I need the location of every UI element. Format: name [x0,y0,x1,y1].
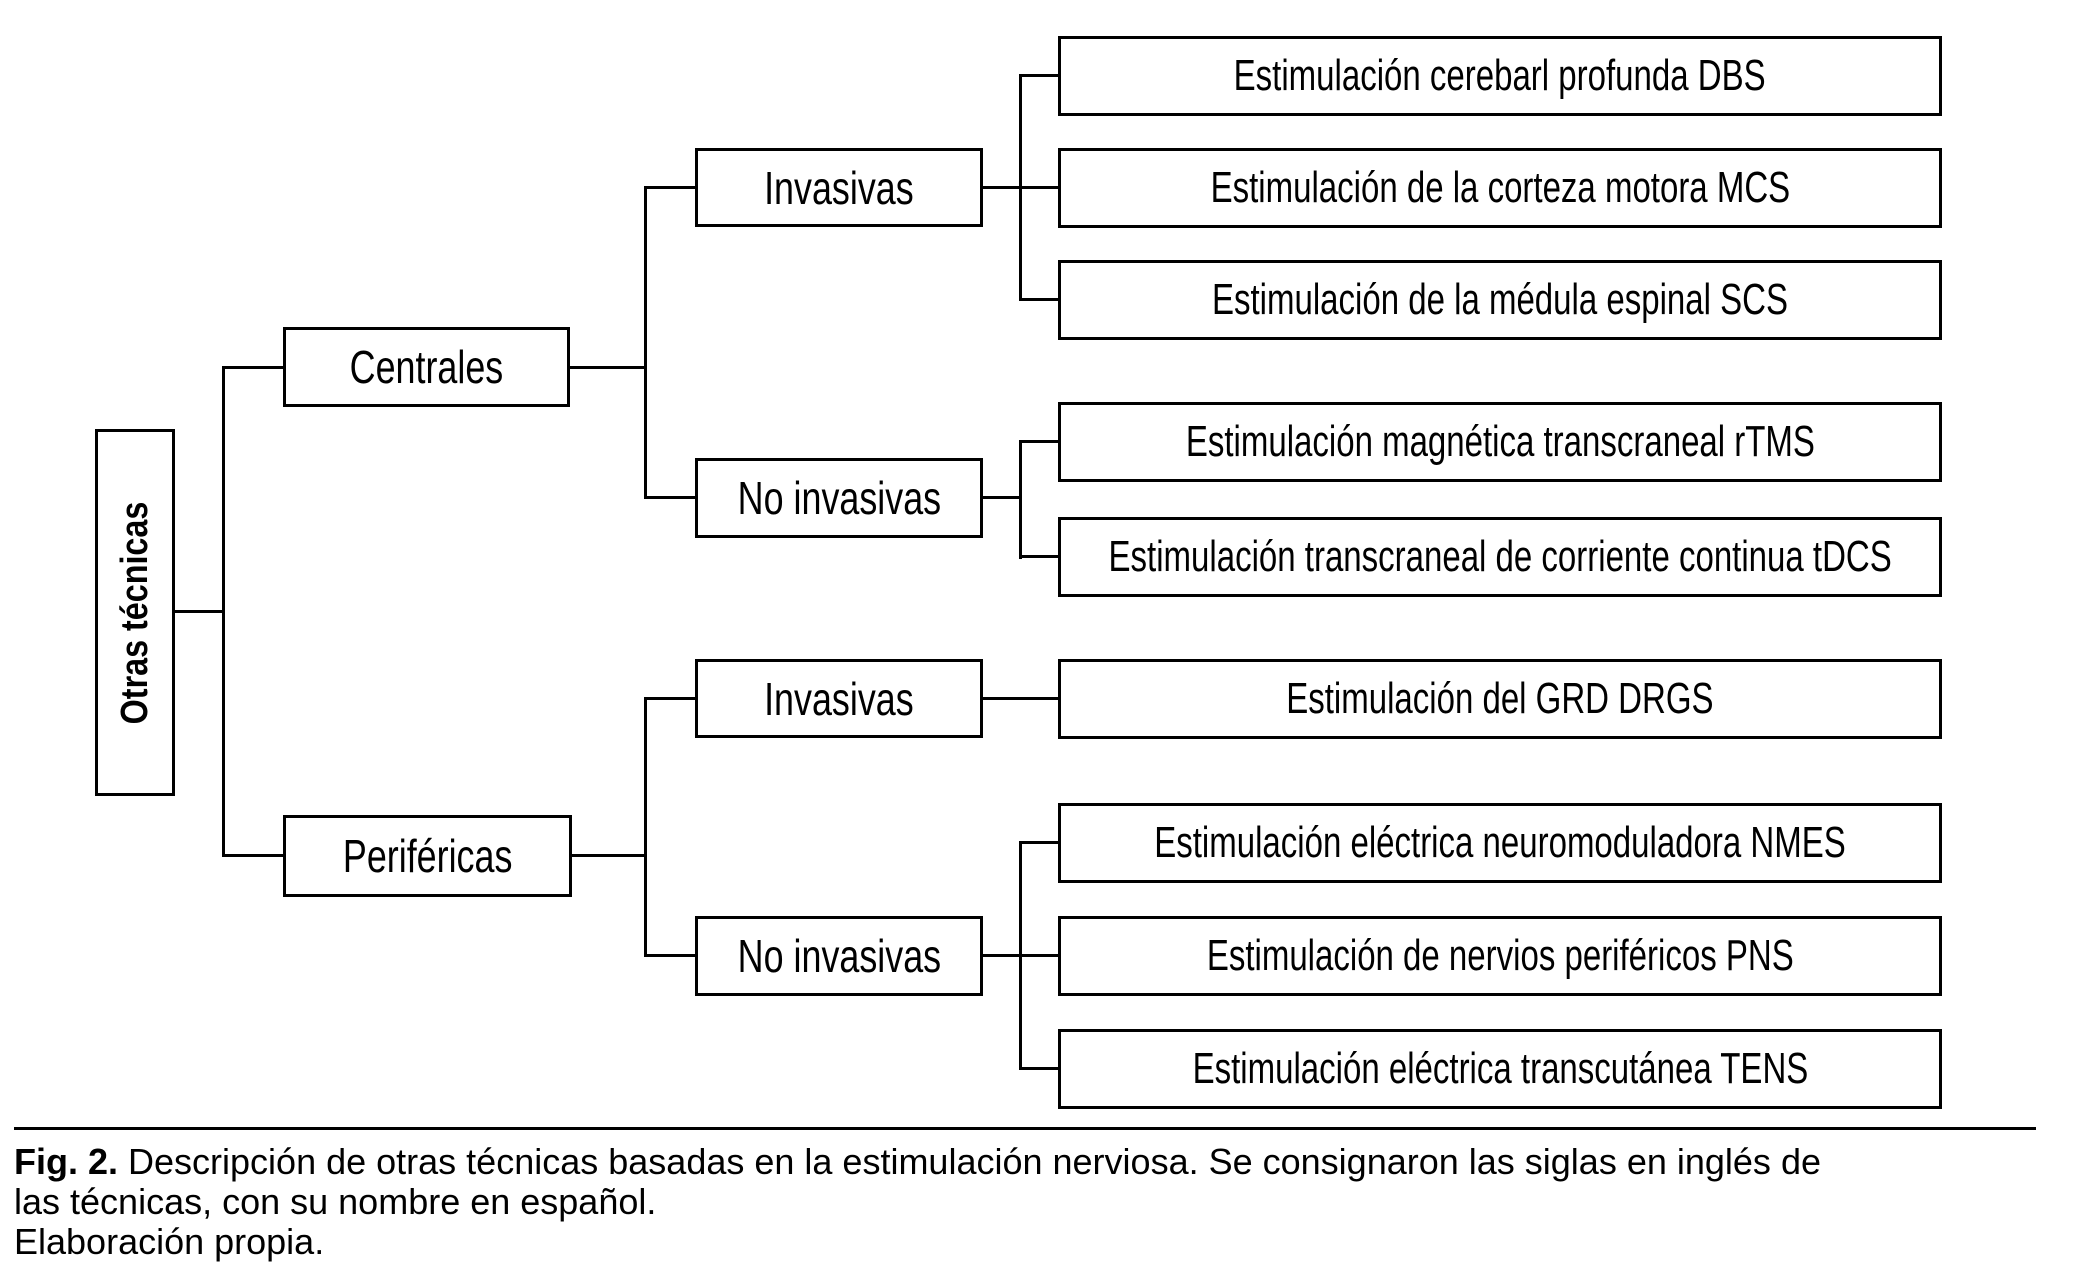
leaf-mcs-label: Estimulación de la corteza motora MCS [1210,163,1790,212]
caption-line-1-text: Descripción de otras técnicas basadas en… [128,1141,1821,1182]
node-perifericas-no-invasivas: No invasivas [695,916,983,996]
connector [983,954,1020,957]
connector [1019,954,1058,957]
caption-line-2: las técnicas, con su nombre en español. [14,1181,657,1222]
connector [1019,186,1058,189]
connector [1019,440,1058,443]
leaf-tens: Estimulación eléctrica transcutánea TENS [1058,1029,1942,1109]
leaf-mcs: Estimulación de la corteza motora MCS [1058,148,1942,228]
caption-divider [14,1127,2036,1130]
node-perifericas: Periféricas [283,815,572,897]
connector [222,366,283,369]
connector [983,186,1020,189]
leaf-nmes-label: Estimulación eléctrica neuromoduladora N… [1154,818,1846,867]
connector [1019,74,1058,77]
node-centrales-no-invasivas: No invasivas [695,458,983,538]
connector [572,854,645,857]
node-perifericas-invasivas-label: Invasivas [764,672,914,725]
connector [1019,440,1022,559]
connector [175,610,223,613]
connector [1019,841,1058,844]
leaf-tens-label: Estimulación eléctrica transcutánea TENS [1192,1044,1808,1093]
node-otras-tecnicas-label: Otras técnicas [114,501,157,724]
connector [1019,298,1058,301]
connector [222,854,283,857]
leaf-dbs-label: Estimulación cerebarl profunda DBS [1234,51,1766,100]
node-perifericas-invasivas: Invasivas [695,659,983,738]
node-centrales-no-invasivas-label: No invasivas [737,472,941,524]
connector [644,697,695,700]
node-centrales-label: Centrales [349,341,504,393]
leaf-dbs: Estimulación cerebarl profunda DBS [1058,36,1942,116]
connector [644,186,695,189]
connector [644,496,695,499]
leaf-scs-label: Estimulación de la médula espinal SCS [1212,275,1788,324]
node-perifericas-no-invasivas-label: No invasivas [737,930,941,982]
node-centrales-invasivas: Invasivas [695,148,983,227]
leaf-scs: Estimulación de la médula espinal SCS [1058,260,1942,340]
leaf-rtms: Estimulación magnética transcraneal rTMS [1058,402,1942,482]
node-otras-tecnicas: Otras técnicas [95,429,175,796]
node-centrales: Centrales [283,327,570,407]
connector [644,954,695,957]
connector [644,186,647,499]
connector [983,697,1058,700]
caption-line-1: Fig. 2. Descripción de otras técnicas ba… [14,1142,1821,1182]
leaf-tdcs-label: Estimulación transcraneal de corriente c… [1108,532,1892,581]
connector [570,366,645,369]
node-centrales-invasivas-label: Invasivas [764,161,914,214]
leaf-rtms-label: Estimulación magnética transcraneal rTMS [1185,417,1815,466]
leaf-pns: Estimulación de nervios periféricos PNS [1058,916,1942,996]
connector [1019,555,1058,558]
connector [644,697,647,957]
leaf-drgs: Estimulación del GRD DRGS [1058,659,1942,739]
leaf-nmes: Estimulación eléctrica neuromoduladora N… [1058,803,1942,883]
figure-caption: Fig. 2. Descripción de otras técnicas ba… [14,1142,1821,1262]
connector [222,366,225,857]
connector [983,496,1020,499]
caption-line-3: Elaboración propia. [14,1221,325,1262]
node-perifericas-label: Periféricas [342,830,513,882]
leaf-pns-label: Estimulación de nervios periféricos PNS [1206,931,1794,980]
connector [1019,1067,1058,1070]
leaf-tdcs: Estimulación transcraneal de corriente c… [1058,517,1942,597]
caption-fig-label: Fig. 2. [14,1141,119,1182]
leaf-drgs-label: Estimulación del GRD DRGS [1286,674,1714,723]
